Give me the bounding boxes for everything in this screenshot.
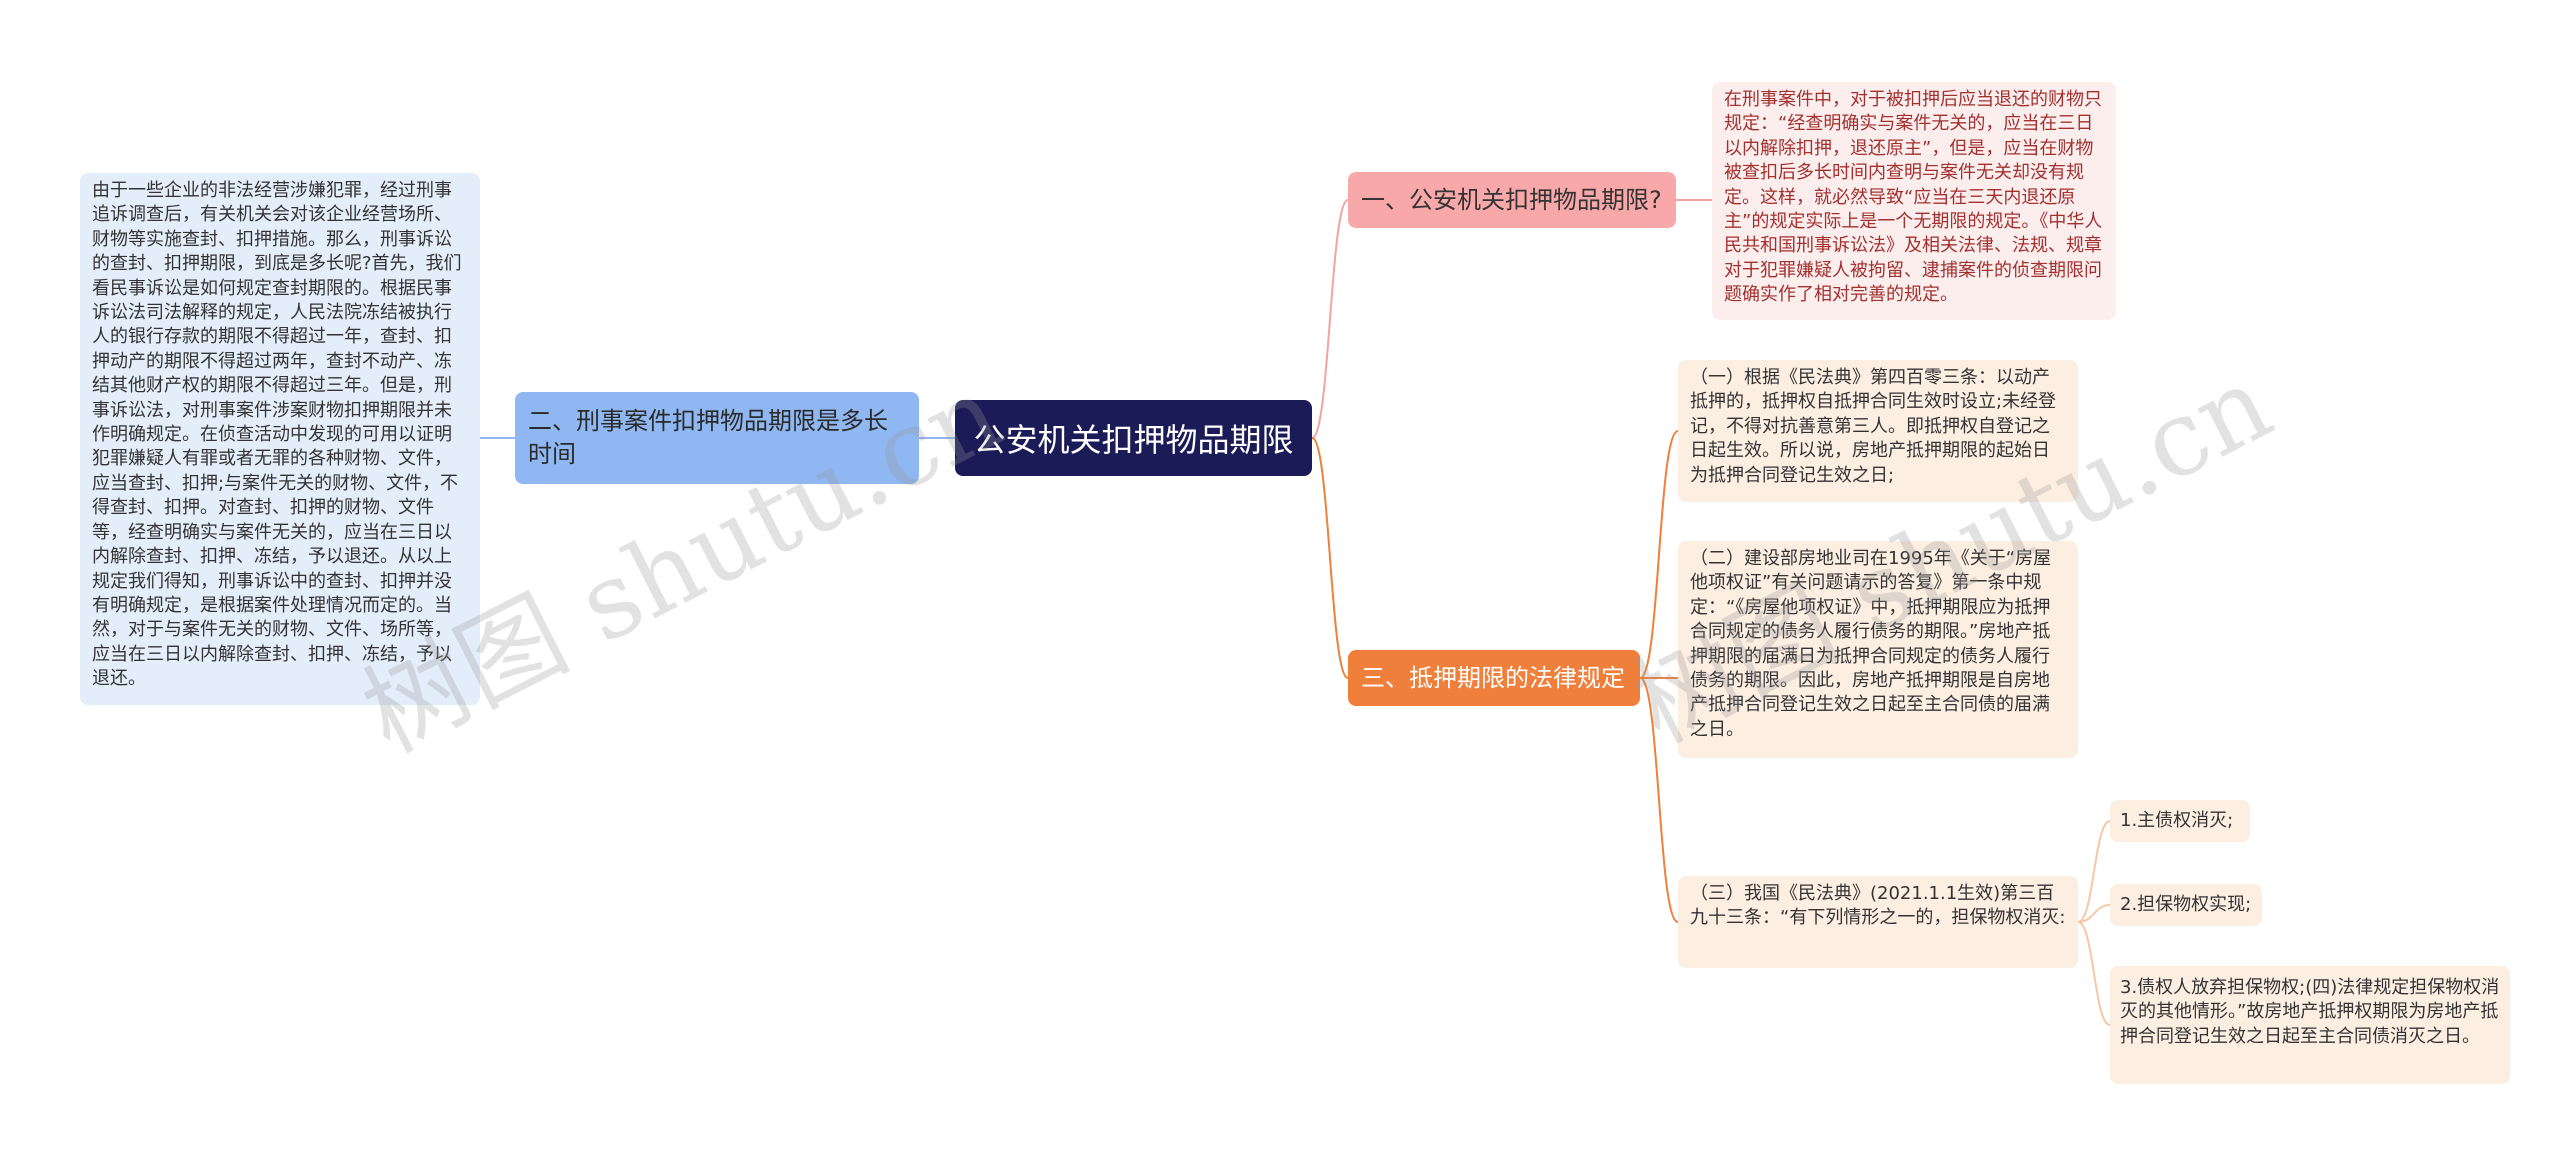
- root-node[interactable]: 公安机关扣押物品期限: [955, 400, 1312, 476]
- link-root-b1: [1311, 199, 1349, 439]
- branch-3-item-2[interactable]: （二）建设部房地业司在1995年《关于“房屋他项权证”有关问题请示的答复》第一条…: [1678, 541, 2078, 758]
- link-b3-item1: [1639, 430, 1679, 679]
- link-item3-child3: [2077, 921, 2111, 1026]
- branch-node-1[interactable]: 一、公安机关扣押物品期限?: [1348, 172, 1676, 228]
- link-root-b3: [1311, 437, 1349, 679]
- item-3-child-2[interactable]: 2.担保物权实现;: [2110, 884, 2262, 926]
- branch-1-label: 一、公安机关扣押物品期限?: [1361, 185, 1662, 214]
- branch-3-label: 三、抵押期限的法律规定: [1361, 663, 1625, 692]
- root-label: 公安机关扣押物品期限: [973, 421, 1294, 459]
- branch-3-item-3[interactable]: （三）我国《民法典》(2021.1.1生效)第三百九十三条：“有下列情形之一的，…: [1678, 876, 2078, 968]
- branch-2-label: 二、刑事案件扣押物品期限是多长时间: [528, 407, 888, 468]
- link-b3-item3: [1639, 677, 1679, 923]
- item-3-child-1[interactable]: 1.主债权消灭;: [2110, 800, 2250, 842]
- branch-1-detail[interactable]: 在刑事案件中，对于被扣押后应当退还的财物只规定：“经查明确实与案件无关的，应当在…: [1712, 82, 2116, 320]
- branch-node-3[interactable]: 三、抵押期限的法律规定: [1348, 650, 1640, 706]
- item-3-child-3[interactable]: 3.债权人放弃担保物权;(四)法律规定担保物权消灭的其他情形。”故房地产抵押权期…: [2110, 966, 2510, 1084]
- link-item3-child2: [2077, 904, 2111, 923]
- branch-2-detail[interactable]: 由于一些企业的非法经营涉嫌犯罪，经过刑事追诉调查后，有关机关会对该企业经营场所、…: [80, 173, 480, 705]
- branch-3-item-1[interactable]: （一）根据《民法典》第四百零三条：以动产抵押的，抵押权自抵押合同生效时设立;未经…: [1678, 360, 2078, 502]
- branch-node-2[interactable]: 二、刑事案件扣押物品期限是多长时间: [515, 392, 919, 484]
- link-item3-child1: [2077, 820, 2111, 923]
